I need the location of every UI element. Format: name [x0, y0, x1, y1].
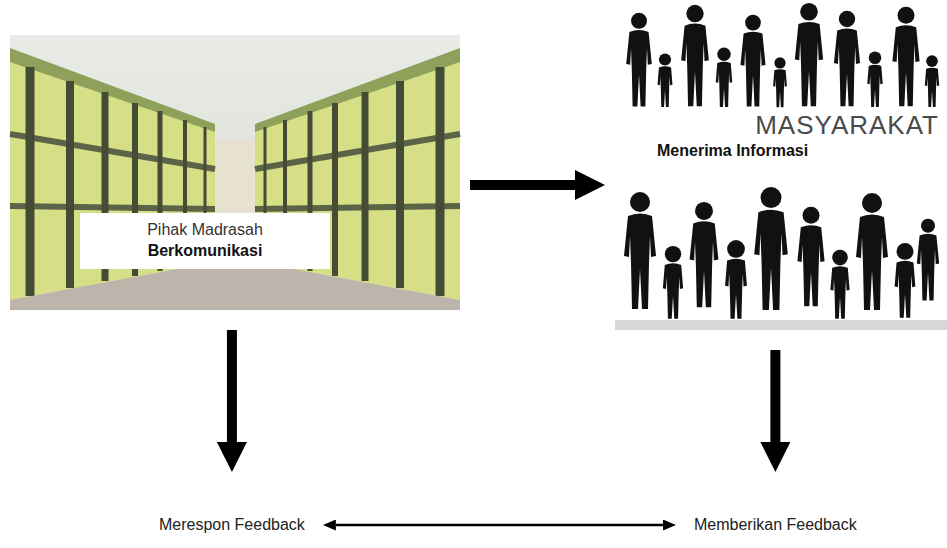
caption-panel: Pihak MadrasahBerkomunikasi	[80, 213, 330, 269]
feedback-node: Merespon Feedback	[149, 510, 315, 540]
people-silhouettes	[615, 3, 947, 330]
flow-arrow	[770, 350, 780, 442]
columns	[30, 67, 440, 296]
feedback-label: Memberikan Feedback	[694, 515, 857, 535]
flow-arrow	[336, 524, 663, 527]
left-roof	[10, 48, 215, 132]
feedback-label: Merespon Feedback	[159, 515, 305, 535]
madrasah-photo	[10, 35, 460, 310]
party-label: Pihak Madrasah	[96, 219, 314, 240]
community-title: MASYARAKAT	[615, 110, 947, 140]
courtyard	[10, 262, 460, 310]
balcony-lines	[10, 134, 460, 209]
photo-sky	[10, 35, 460, 310]
feedback-node: Memberikan Feedback	[684, 510, 867, 540]
action-label: Berkomunikasi	[96, 240, 314, 261]
shadow-band	[615, 320, 947, 330]
flow-arrow	[470, 180, 575, 190]
action-label: Menerima Informasi	[653, 140, 947, 162]
community-panel: MASYARAKATMenerima Informasi	[615, 0, 947, 330]
right-roof	[255, 48, 460, 132]
madrasah-panel: Pihak MadrasahBerkomunikasi	[10, 35, 460, 310]
flow-arrow	[227, 330, 237, 442]
